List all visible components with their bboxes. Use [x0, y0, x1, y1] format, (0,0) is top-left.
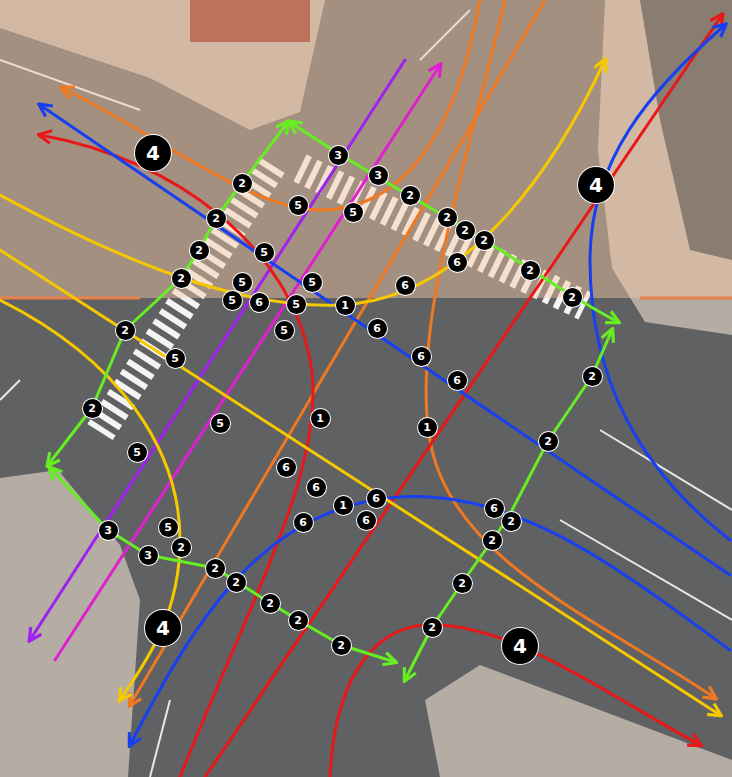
callout-number: 6 [485, 499, 504, 518]
callout-number: 6 [250, 293, 269, 312]
pedestrian-paths [48, 122, 618, 680]
callout-number: 2 [502, 512, 521, 531]
callout-number: 5 [289, 196, 308, 215]
callout-number: 2 [206, 559, 225, 578]
callout-number: 4 [145, 610, 181, 646]
callout-number: 6 [448, 253, 467, 272]
pedestrian-path [290, 122, 618, 322]
left-turn-path [0, 60, 605, 305]
right-turn-path [62, 0, 480, 210]
callout-number: 1 [336, 296, 355, 315]
right-turn-path [0, 300, 180, 700]
callout-number: 6 [396, 276, 415, 295]
callout-number: 2 [483, 531, 502, 550]
left-turn-path [40, 135, 313, 777]
callout-number: 3 [329, 146, 348, 165]
pedestrian-path [50, 468, 395, 662]
callout-number: 2 [401, 186, 420, 205]
callout-number: 1 [418, 418, 437, 437]
callout-number: 5 [166, 349, 185, 368]
slide-tint [0, 0, 732, 298]
right-turn-path [330, 625, 700, 777]
callout-number: 2 [583, 367, 602, 386]
right-turn-path [590, 25, 730, 540]
left-turn-path [426, 0, 715, 698]
callout-number: 5 [303, 273, 322, 292]
through-path [40, 105, 730, 575]
callout-number: 3 [99, 521, 118, 540]
callout-number: 5 [255, 243, 274, 262]
callout-number: 2 [227, 573, 246, 592]
callout-number: 6 [307, 478, 326, 497]
pedestrian-path [48, 122, 288, 465]
callout-number: 6 [357, 511, 376, 530]
callout-number: 5 [211, 414, 230, 433]
callout-number: 2 [190, 241, 209, 260]
callout-number: 6 [412, 347, 431, 366]
callout-number: 2 [289, 611, 308, 630]
pedestrian-path [405, 330, 612, 680]
callout-number: 2 [261, 594, 280, 613]
callout-number: 3 [369, 166, 388, 185]
callout-number: 5 [344, 203, 363, 222]
callout-number: 4 [135, 135, 171, 171]
callout-number: 2 [83, 399, 102, 418]
callout-number: 5 [223, 291, 242, 310]
callout-number: 2 [453, 574, 472, 593]
callout-number: 1 [334, 496, 353, 515]
callout-number: 2 [475, 231, 494, 250]
callout-number: 1 [311, 409, 330, 428]
callout-number: 2 [172, 269, 191, 288]
callout-number: 2 [233, 174, 252, 193]
callout-number: 4 [502, 628, 538, 664]
callout-number: 2 [116, 321, 135, 340]
left-turn-path [130, 497, 730, 745]
callout-number: 2 [332, 636, 351, 655]
callout-number: 6 [277, 458, 296, 477]
callout-number: 2 [438, 208, 457, 227]
callout-number: 6 [367, 489, 386, 508]
callout-number: 5 [287, 295, 306, 314]
callout-number: 5 [275, 321, 294, 340]
callout-number: 6 [448, 371, 467, 390]
callout-number: 2 [207, 209, 226, 228]
callout-number: 5 [233, 273, 252, 292]
slide-rule [640, 297, 732, 300]
callout-number: 2 [539, 432, 558, 451]
through-path [130, 0, 545, 705]
callout-number: 5 [159, 518, 178, 537]
callout-number: 2 [172, 538, 191, 557]
callout-number: 6 [368, 319, 387, 338]
callout-number: 2 [521, 261, 540, 280]
callout-number: 2 [456, 221, 475, 240]
callout-number: 2 [423, 618, 442, 637]
callout-number: 5 [128, 443, 147, 462]
callout-number: 2 [563, 288, 582, 307]
callout-number: 3 [139, 546, 158, 565]
callout-number: 4 [578, 167, 614, 203]
callout-number: 6 [294, 513, 313, 532]
